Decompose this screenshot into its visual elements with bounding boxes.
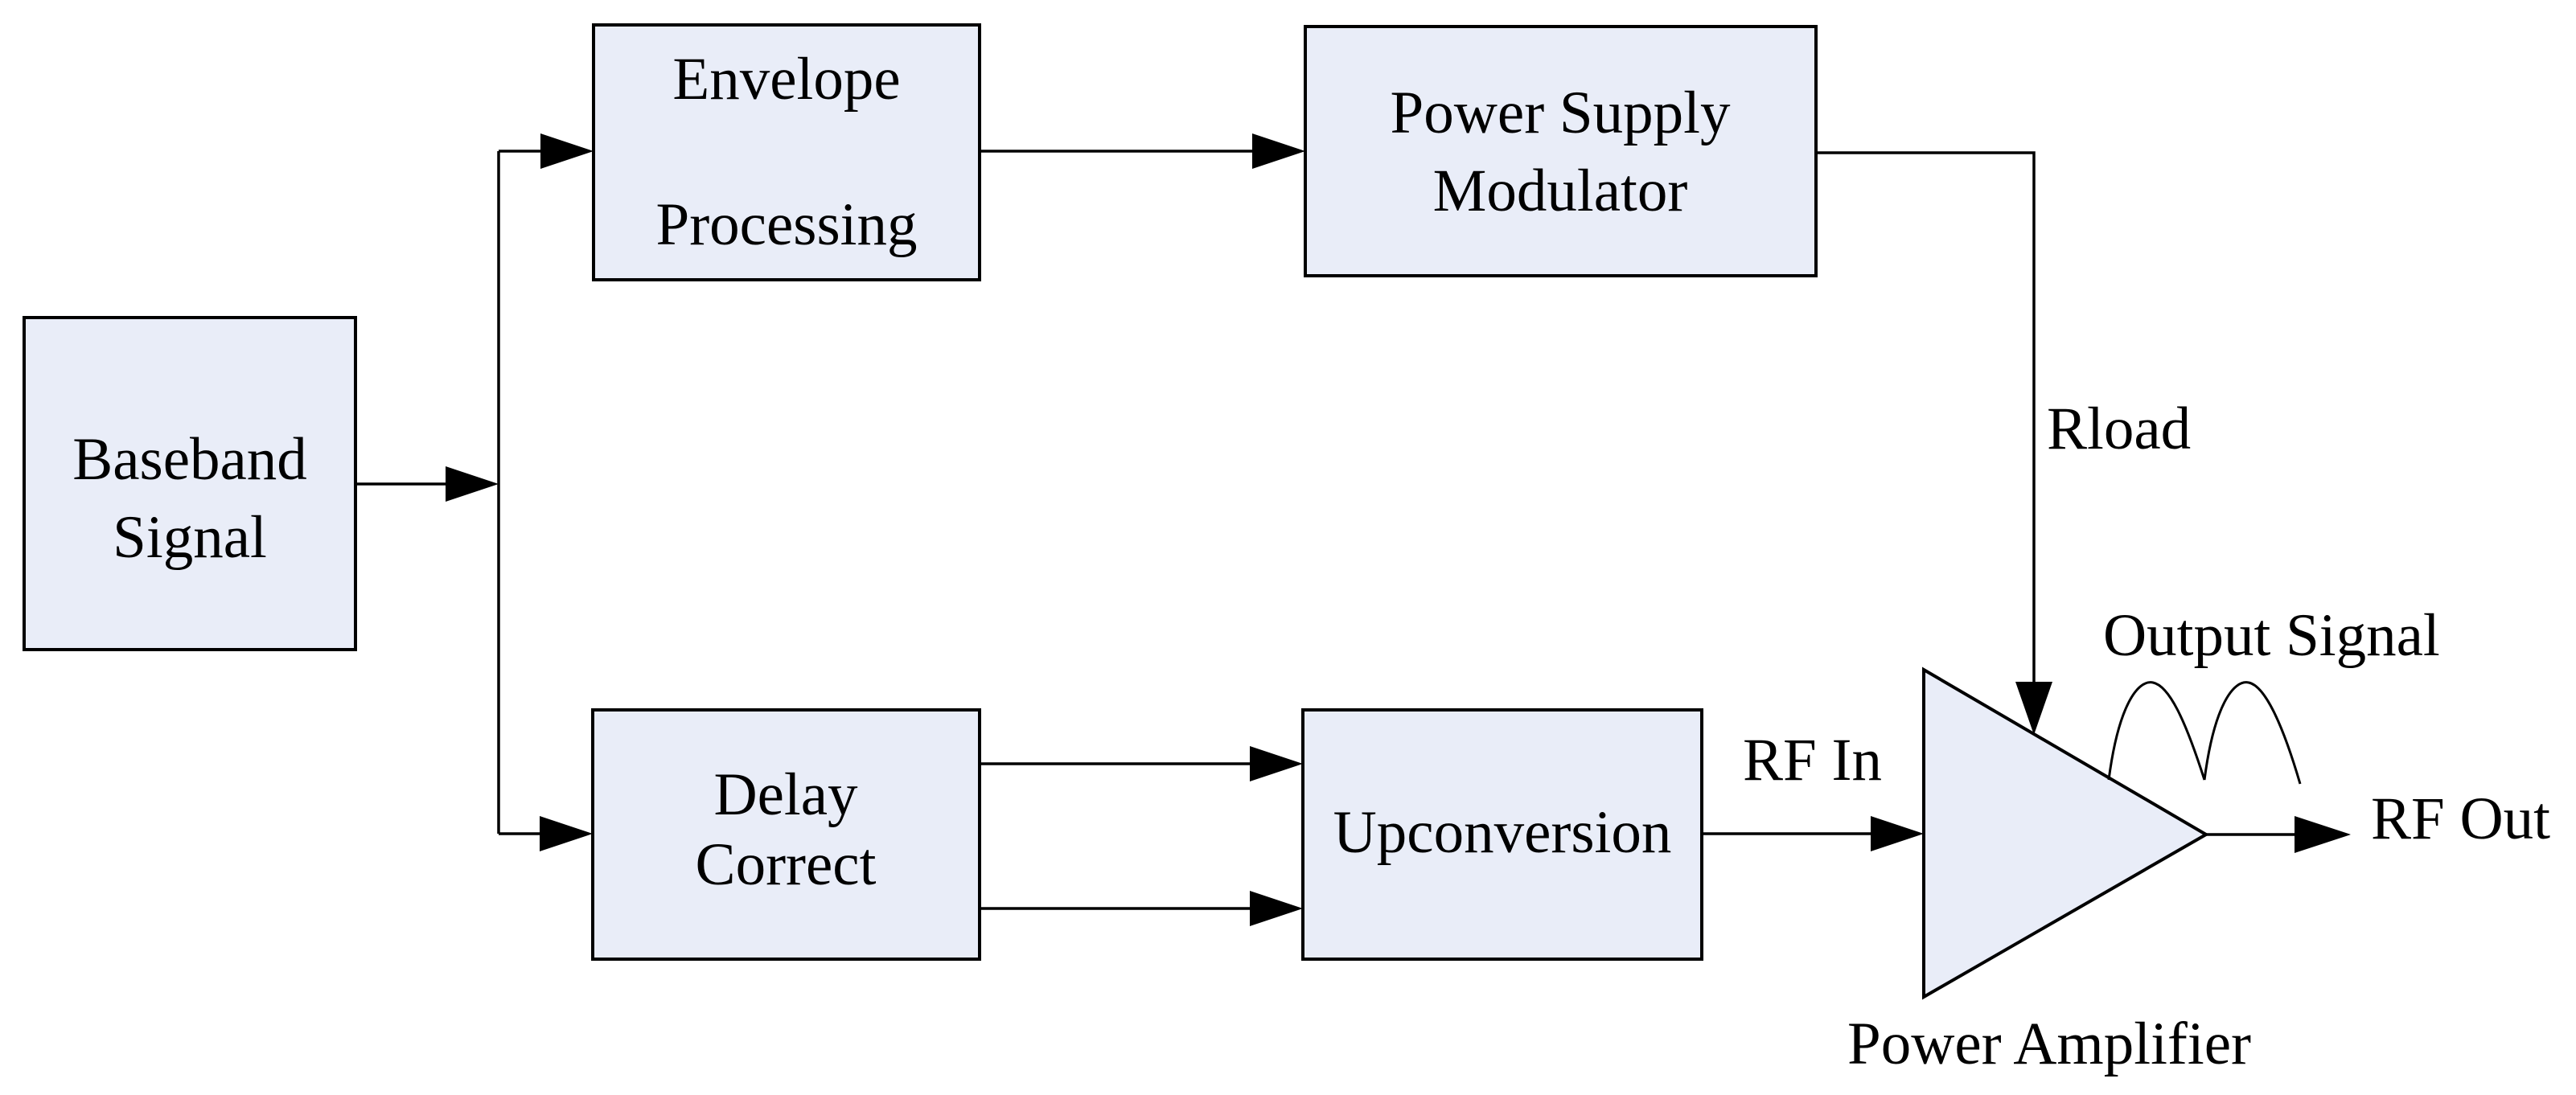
modulator-block-label-line2: Modulator [1433,158,1688,224]
output-signal-label: Output Signal [2103,602,2440,669]
rload-label: Rload [2047,396,2191,462]
arrowhead-upconversion-in-bottom-icon [1250,891,1303,926]
upconversion-block-label: Upconversion [1333,799,1672,866]
delay-block-label-line2: Correct [696,831,877,898]
wires [355,150,2298,910]
delay-correct-block [591,708,981,961]
envelope-processing-block [592,23,981,281]
wire-modulator-to-amplifier [1816,151,2036,685]
power-amplifier-label: Power Amplifier [1847,1011,2251,1077]
power-supply-modulator-block [1304,25,1818,277]
envelope-block-label-line2: Processing [656,191,918,258]
modulator-block-label-line1: Power Supply [1391,80,1731,146]
arrowhead-modulator-in-icon [1252,133,1305,169]
delay-block-label-line1: Delay [713,761,858,828]
output-signal-wave [2107,681,2302,785]
power-amplifier-triangle [1922,666,2209,1000]
arrowhead-upconversion-in-top-icon [1250,746,1303,781]
envelope-block-label-line1: Envelope [672,46,900,113]
arrowheads [446,133,2351,926]
rf-in-label: RF In [1743,727,1882,794]
arrowhead-envelope-in-icon [540,133,594,169]
arrowhead-rfout-icon [2295,816,2351,853]
baseband-block-label-line2: Signal [113,504,267,571]
arrowhead-amplifier-in-icon [1871,816,1924,851]
arrowhead-delay-in-icon [540,816,593,851]
upconversion-block [1301,708,1703,961]
rf-out-label: RF Out [2371,785,2550,852]
baseband-block-label-line1: Baseband [72,426,307,493]
arrowhead-rload-down-icon [2015,682,2052,735]
arrowhead-junction-icon [446,466,499,502]
baseband-signal-block [23,316,357,651]
